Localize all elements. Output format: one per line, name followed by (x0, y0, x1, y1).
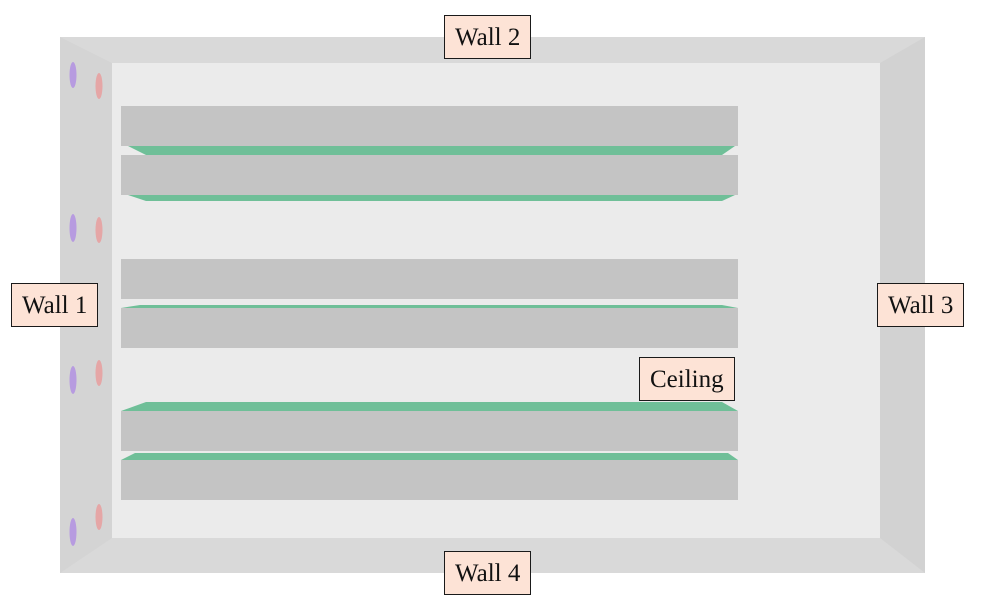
pink-marker (95, 360, 103, 386)
purple-marker (69, 518, 77, 546)
ceiling-label: Ceiling (639, 357, 735, 401)
pink-marker (95, 217, 103, 243)
slab-green-edge (121, 453, 738, 460)
slab (121, 155, 738, 195)
slab-green-edge (128, 195, 735, 201)
purple-marker (69, 214, 77, 242)
slab-green-edge (121, 402, 738, 411)
slab (121, 308, 738, 348)
purple-marker (69, 366, 77, 394)
wall-1-label: Wall 1 (11, 283, 99, 327)
slab (121, 411, 738, 451)
slab-green-edge (121, 305, 738, 308)
pink-marker (95, 504, 103, 530)
slab-green-edge (128, 146, 735, 155)
slab (121, 460, 738, 500)
slab (121, 106, 738, 146)
wall-4-label: Wall 4 (444, 551, 532, 595)
purple-marker (69, 62, 77, 88)
slab (121, 259, 738, 299)
wall-2-label: Wall 2 (444, 15, 532, 59)
pink-marker (95, 73, 103, 99)
wall-3-label: Wall 3 (877, 283, 965, 327)
